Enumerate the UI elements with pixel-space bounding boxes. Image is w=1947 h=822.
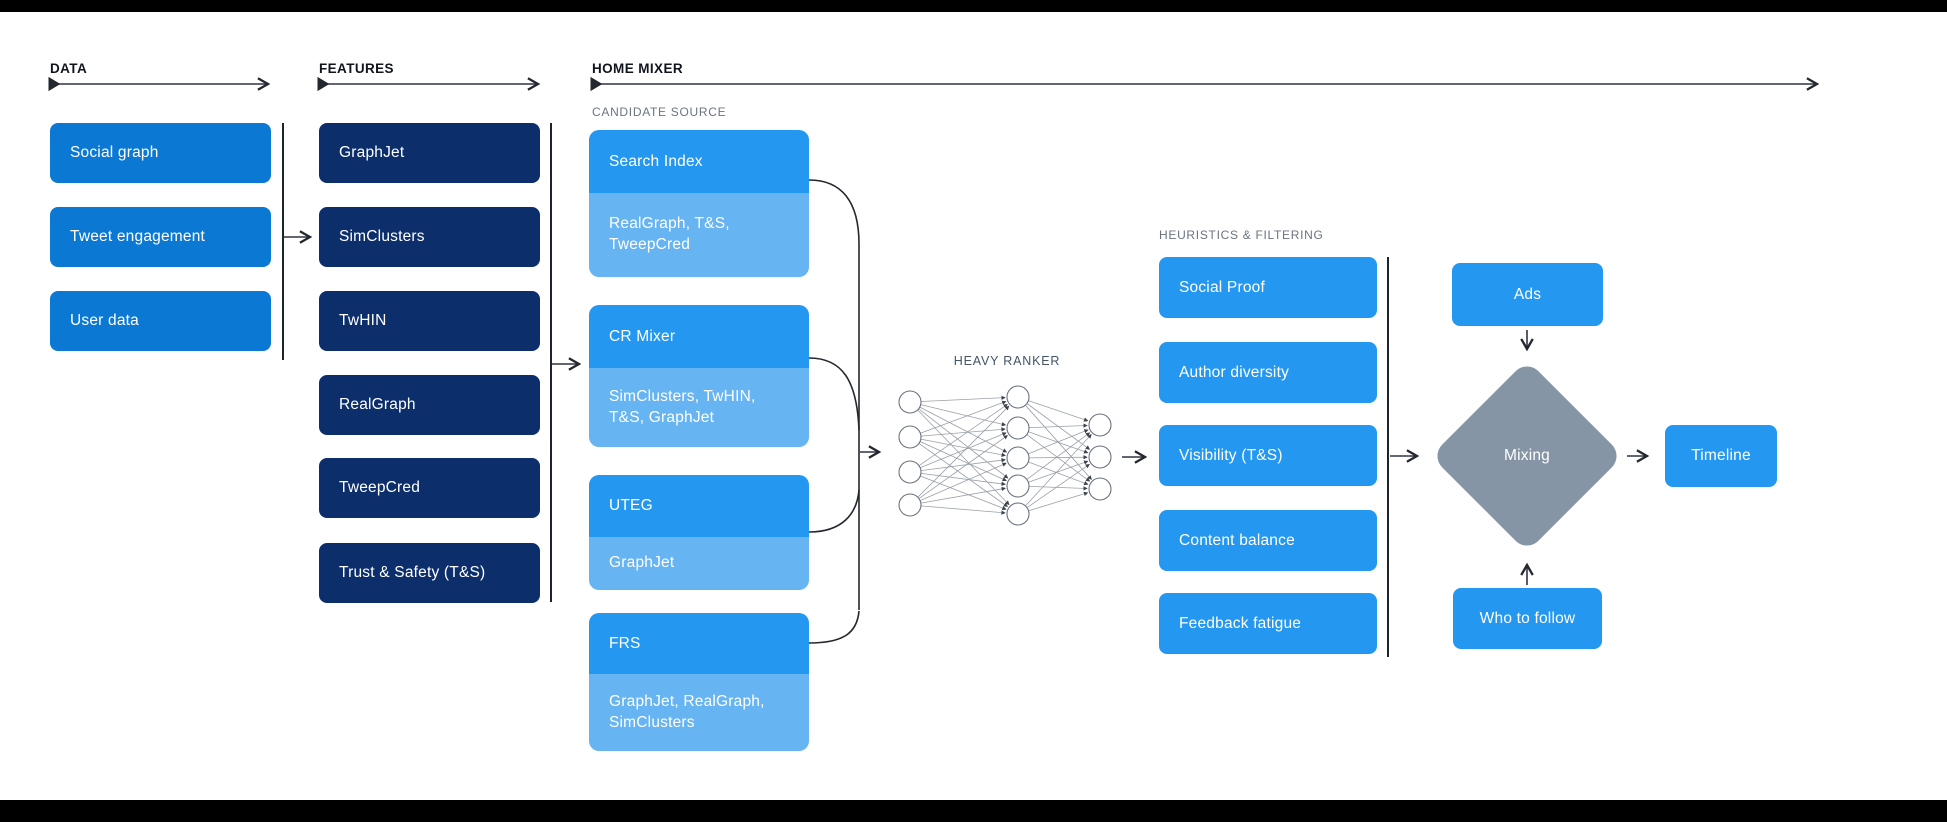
box-label: Tweet engagement	[70, 228, 206, 245]
candidate-main: CR Mixer	[589, 305, 809, 368]
box-label: Who to follow	[1479, 609, 1576, 627]
collector-frs	[808, 610, 860, 644]
box-label: User data	[70, 312, 139, 329]
candidate-sub-label: GraphJet	[609, 554, 675, 572]
box-user-data: User data	[50, 291, 271, 351]
box-realgraph: RealGraph	[319, 375, 540, 435]
candidate-main: UTEG	[589, 475, 809, 537]
candidate-sub-label: RealGraph, T&S, TweepCred	[609, 215, 730, 253]
box-label: RealGraph	[339, 396, 416, 413]
collector-cr-mixer	[808, 357, 860, 431]
section-header-data: DATA	[50, 61, 88, 76]
collector-uteg	[808, 489, 860, 533]
box-content-balance: Content balance	[1159, 510, 1377, 571]
candidate-source-label: CANDIDATE SOURCE	[592, 105, 727, 119]
candidate-sub: RealGraph, T&S, TweepCred	[589, 193, 809, 277]
box-label: Author diversity	[1179, 363, 1290, 381]
box-timeline: Timeline	[1665, 425, 1777, 487]
box-author-diversity: Author diversity	[1159, 342, 1377, 403]
box-label: Social Proof	[1179, 278, 1265, 296]
box-label: Social graph	[70, 144, 159, 161]
bottom-black-bar	[0, 800, 1947, 822]
box-social-proof: Social Proof	[1159, 257, 1377, 318]
candidate-main: FRS	[589, 613, 809, 674]
candidate-group-frs: FRS GraphJet, RealGraph, SimClusters	[589, 613, 809, 751]
top-black-bar	[0, 0, 1947, 12]
box-label: Content balance	[1179, 531, 1295, 549]
candidate-group-uteg: UTEG GraphJet	[589, 475, 809, 590]
box-simclusters: SimClusters	[319, 207, 540, 267]
box-tweepcred: TweepCred	[319, 458, 540, 518]
box-label: Trust & Safety (T&S)	[339, 564, 486, 581]
section-header-home-mixer: HOME MIXER	[592, 61, 684, 76]
box-label: TwHIN	[339, 312, 387, 329]
candidate-main-label: FRS	[609, 634, 641, 652]
box-label: TweepCred	[339, 479, 421, 496]
box-graphjet: GraphJet	[319, 123, 540, 183]
box-label: Feedback fatigue	[1179, 614, 1302, 632]
box-ads: Ads	[1452, 263, 1603, 326]
candidate-sub: SimClusters, TwHIN, T&S, GraphJet	[589, 368, 809, 447]
neural-network-illustration	[898, 385, 1112, 526]
mixing-diamond-label: Mixing	[1504, 447, 1550, 464]
collector-search-index	[808, 179, 860, 610]
candidate-main: Search Index	[589, 130, 809, 193]
box-label: Timeline	[1691, 447, 1751, 464]
box-twhin: TwHIN	[319, 291, 540, 351]
box-social-graph: Social graph	[50, 123, 271, 183]
candidate-group-cr-mixer: CR Mixer SimClusters, TwHIN, T&S, GraphJ…	[589, 305, 809, 447]
box-feedback-fatigue: Feedback fatigue	[1159, 593, 1377, 654]
box-label: Ads	[1513, 285, 1542, 303]
candidate-group-search-index: Search Index RealGraph, T&S, TweepCred	[589, 130, 809, 277]
candidate-sub: GraphJet	[589, 537, 809, 590]
box-label: GraphJet	[339, 144, 405, 161]
candidate-collector-curves	[808, 179, 860, 644]
candidate-sub-label: SimClusters, TwHIN, T&S, GraphJet	[609, 387, 756, 426]
candidate-main-label: CR Mixer	[609, 327, 676, 345]
candidate-main-label: Search Index	[609, 152, 703, 170]
box-label: Visibility (T&S)	[1179, 446, 1283, 464]
candidate-sub: GraphJet, RealGraph, SimClusters	[589, 674, 809, 751]
box-tweet-engagement: Tweet engagement	[50, 207, 271, 267]
box-label: SimClusters	[339, 228, 425, 245]
heavy-ranker-label: HEAVY RANKER	[953, 354, 1061, 368]
candidate-sub-label: GraphJet, RealGraph, SimClusters	[609, 692, 765, 731]
box-visibility: Visibility (T&S)	[1159, 425, 1377, 486]
section-header-features: FEATURES	[319, 61, 394, 76]
candidate-main-label: UTEG	[609, 497, 653, 514]
heuristics-label: HEURISTICS & FILTERING	[1159, 228, 1324, 242]
box-trust-safety: Trust & Safety (T&S)	[319, 543, 540, 603]
box-who-to-follow: Who to follow	[1453, 588, 1602, 649]
